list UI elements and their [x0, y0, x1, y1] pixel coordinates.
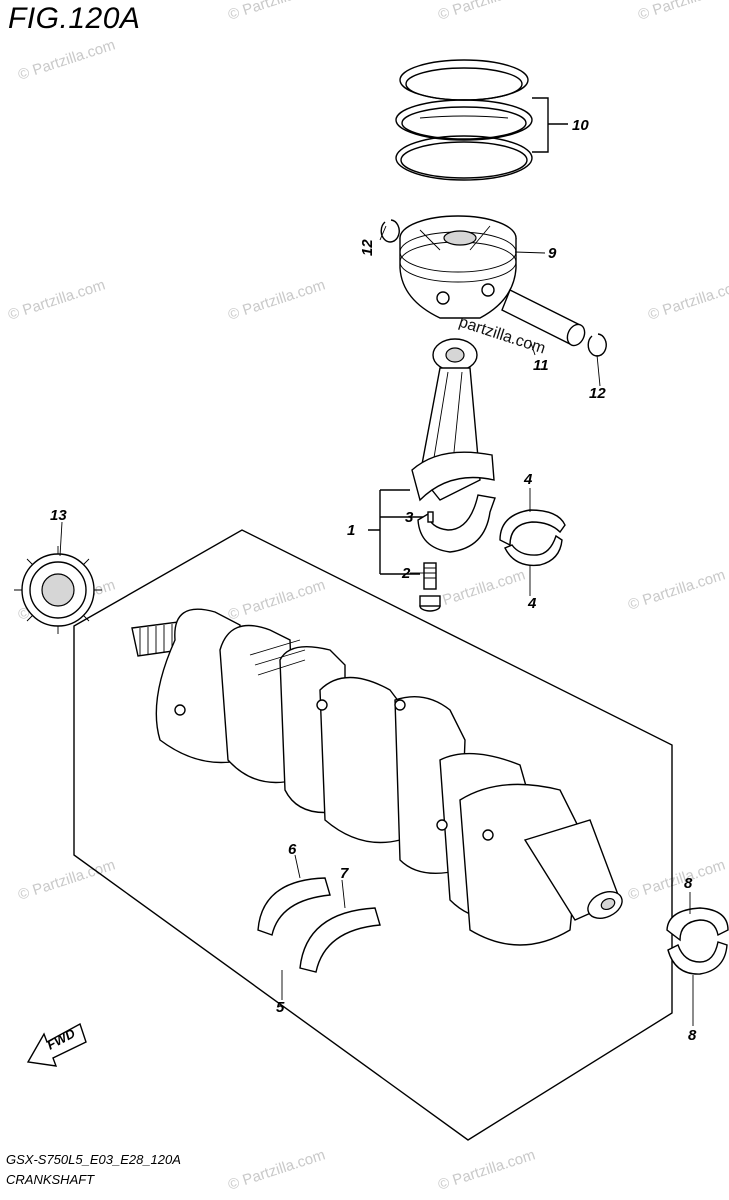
callout-4-top: 4: [523, 471, 533, 488]
callout-9: 9: [548, 245, 557, 262]
callout-2: 2: [401, 565, 411, 582]
watermark-layer: © Partzilla.com © Partzilla.com © Partzi…: [6, 0, 729, 1194]
watermark: © Partzilla.com: [226, 1146, 327, 1193]
watermark: © Partzilla.com: [226, 576, 327, 623]
piston-rings: [395, 59, 533, 181]
callout-12-left: 12: [359, 239, 376, 256]
thrust-bearing-7: [299, 907, 381, 973]
piston-pin: [501, 289, 586, 347]
callout-labels: 1 2 3 4 4 5 6 7 8 8 9 10 11 12 12 13: [50, 117, 697, 1044]
rod-cap: [417, 494, 496, 553]
callout-1: 1: [347, 522, 355, 539]
callout-6: 6: [288, 841, 297, 858]
callout-13: 13: [50, 507, 67, 524]
callout-5: 5: [276, 999, 285, 1016]
callout-7: 7: [340, 865, 349, 882]
callout-bracket-1: [368, 489, 423, 575]
callout-8-top: 8: [684, 875, 693, 892]
fwd-arrow-icon: FWD: [26, 1022, 87, 1067]
callout-4-bottom: 4: [527, 595, 537, 612]
watermark: © Partzilla.com: [16, 856, 117, 903]
conrod-bearing: [499, 509, 566, 567]
journal-bearing: [666, 907, 729, 975]
watermark: © Partzilla.com: [626, 566, 727, 613]
footer-name: CRANKSHAFT: [6, 1172, 95, 1187]
watermark: © Partzilla.com: [646, 276, 729, 323]
watermark: © Partzilla.com: [636, 0, 729, 24]
figure-title: FIG.120A: [8, 2, 141, 35]
watermark: © Partzilla.com: [226, 276, 327, 323]
rod-bolt: [419, 562, 441, 612]
footer-code: GSX-S750L5_E03_E28_120A: [6, 1152, 181, 1167]
watermark: © Partzilla.com: [226, 0, 327, 24]
crankshaft-box: [73, 529, 673, 1141]
leader-lines: [59, 225, 694, 1026]
watermark: © Partzilla.com: [436, 0, 537, 24]
piston: [399, 215, 517, 319]
crankshaft: [131, 608, 623, 946]
crank-sprocket: [14, 546, 102, 634]
connecting-rod: [411, 338, 495, 502]
watermark: © Partzilla.com: [6, 276, 107, 323]
callout-8-bottom: 8: [688, 1027, 697, 1044]
watermark: © Partzilla.com: [16, 36, 117, 83]
callout-11: 11: [533, 357, 549, 374]
watermark: © Partzilla.com: [436, 1146, 537, 1193]
watermark: © Partzilla.com: [426, 566, 527, 613]
callout-10: 10: [572, 117, 589, 134]
thrust-bearing-6: [257, 877, 331, 936]
callout-bracket-10: [532, 97, 568, 153]
circlips: [380, 219, 607, 357]
callout-12-right: 12: [589, 385, 606, 402]
callout-3: 3: [405, 509, 414, 526]
watermark: © Partzilla.com: [626, 856, 727, 903]
